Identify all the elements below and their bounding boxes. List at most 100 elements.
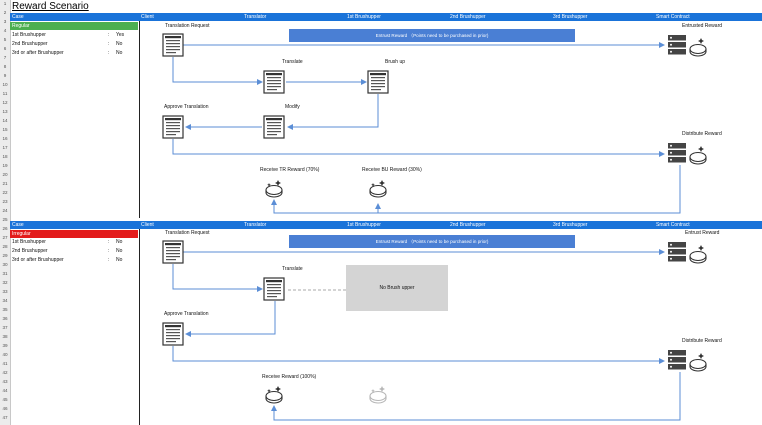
doc-icon-brush-up: [367, 70, 389, 94]
row-number: 3: [3, 18, 7, 24]
arrow-request-to-translate: [172, 264, 263, 292]
condition-sep: :: [108, 257, 110, 263]
coin-icon-receive-reward: [265, 385, 283, 404]
row-number: 41: [2, 360, 8, 366]
label-receive-reward: Receive Reward (100%): [262, 374, 317, 380]
condition-label: 2nd Brushupper: [12, 248, 48, 254]
row-number: 14: [2, 117, 8, 123]
row-number: 43: [2, 378, 8, 384]
col-header-case: Case: [12, 222, 24, 228]
arrow-request-to-translate: [172, 57, 263, 85]
col-header-translator: Translator: [244, 222, 267, 228]
col-header-3rd-brushupper: 3rd Brushupper: [553, 222, 588, 228]
row-number: 36: [2, 315, 8, 321]
row-number: 23: [2, 198, 8, 204]
server-coin-icon-entrusted: [667, 34, 707, 57]
row-number: 19: [2, 162, 8, 168]
row-number: 46: [2, 405, 8, 411]
scenario1-tag: Regular: [10, 22, 138, 30]
row-number: 11: [2, 90, 8, 96]
col-header-case: Case: [12, 14, 24, 20]
row-number: 39: [2, 342, 8, 348]
condition-label: 1st Brushupper: [12, 239, 46, 245]
row-number: 47: [2, 414, 8, 420]
arrow-approve-to-distribute: [172, 139, 665, 157]
label-receive-tr-reward: Receive TR Reward (70%): [260, 167, 320, 173]
row-number: 32: [2, 279, 8, 285]
col-header-1st-brushupper: 1st Brushupper: [347, 14, 381, 20]
condition-value: No: [116, 41, 123, 47]
row-number: 21: [2, 180, 8, 186]
column-divider: [139, 229, 140, 425]
coin-icon-tr-reward: [265, 179, 283, 198]
col-header-1st-brushupper: 1st Brushupper: [347, 222, 381, 228]
no-brushupper-box: No Brush upper: [346, 265, 448, 311]
page-title: Reward Scenario: [12, 1, 89, 12]
condition-label: 3rd or after Brushupper: [12, 257, 64, 263]
row-number: 17: [2, 144, 8, 150]
arrow-distribute-to-tr: [271, 165, 681, 214]
row-number: 25: [2, 216, 8, 222]
scenario2-header-row: Case Client Translator 1st Brushupper 2n…: [10, 221, 762, 229]
row-number: 29: [2, 252, 8, 258]
col-header-3rd-brushupper: 3rd Brushupper: [553, 14, 588, 20]
row-number: 42: [2, 369, 8, 375]
label-translate: Translate: [282, 59, 303, 65]
coin-icon-faded: [369, 385, 387, 404]
row-number: 20: [2, 171, 8, 177]
row-number: 10: [2, 81, 8, 87]
condition-sep: :: [108, 50, 110, 56]
row-number: 5: [3, 36, 7, 42]
row-number: 13: [2, 108, 8, 114]
doc-icon-approve-translation: [162, 322, 184, 346]
row-number: 24: [2, 207, 8, 213]
condition-label: 2nd Brushupper: [12, 41, 48, 47]
label-entrust-reward: Entrust Reward: [685, 230, 720, 236]
condition-sep: :: [108, 248, 110, 254]
row-number: 34: [2, 297, 8, 303]
condition-value: No: [116, 239, 123, 245]
server-coin-icon-distribute: [667, 142, 707, 165]
arrow-approve-to-distribute: [172, 346, 665, 364]
row-number: 18: [2, 153, 8, 159]
row-number: 7: [3, 54, 7, 60]
coin-icon-bu-reward: [369, 179, 387, 198]
col-header-smart-contract: Smart Contract: [656, 14, 690, 20]
label-distribute-reward: Distribute Reward: [682, 131, 722, 137]
label-no-brushupper: No Brush upper: [379, 285, 415, 291]
doc-icon-translate: [263, 277, 285, 301]
row-number: 30: [2, 261, 8, 267]
col-header-translator: Translator: [244, 14, 267, 20]
row-number: 45: [2, 396, 8, 402]
label-receive-bu-reward: Receive BU Reward (30%): [362, 167, 422, 173]
condition-value: No: [116, 257, 123, 263]
scenario2-tag: Irregular: [10, 230, 138, 238]
row-number: 28: [2, 243, 8, 249]
row-number: 37: [2, 324, 8, 330]
col-header-smart-contract: Smart Contract: [656, 222, 690, 228]
label-translate: Translate: [282, 266, 303, 272]
condition-label: 1st Brushupper: [12, 32, 46, 38]
scenario1-header-row: Case Client Translator 1st Brushupper 2n…: [10, 13, 762, 21]
row-number: 40: [2, 351, 8, 357]
arrow-translate-to-approve: [185, 301, 276, 337]
row-number: 22: [2, 189, 8, 195]
server-coin-icon-entrust: [667, 241, 707, 264]
doc-icon-modify: [263, 115, 285, 139]
label-approve-translation: Approve Translation: [164, 104, 209, 110]
condition-label: 3rd or after Brushupper: [12, 50, 64, 56]
row-number: 8: [3, 63, 7, 69]
condition-value: No: [116, 50, 123, 56]
arrow-distribute-to-reward: [271, 372, 681, 421]
col-header-2nd-brushupper: 2nd Brushupper: [450, 222, 486, 228]
row-number: 2: [3, 9, 7, 15]
condition-sep: :: [108, 41, 110, 47]
server-coin-icon-distribute: [667, 349, 707, 372]
row-number: 38: [2, 333, 8, 339]
condition-value: Yes: [116, 32, 125, 38]
condition-sep: :: [108, 239, 110, 245]
row-number: 16: [2, 135, 8, 141]
doc-icon-translation-request: [162, 33, 184, 57]
